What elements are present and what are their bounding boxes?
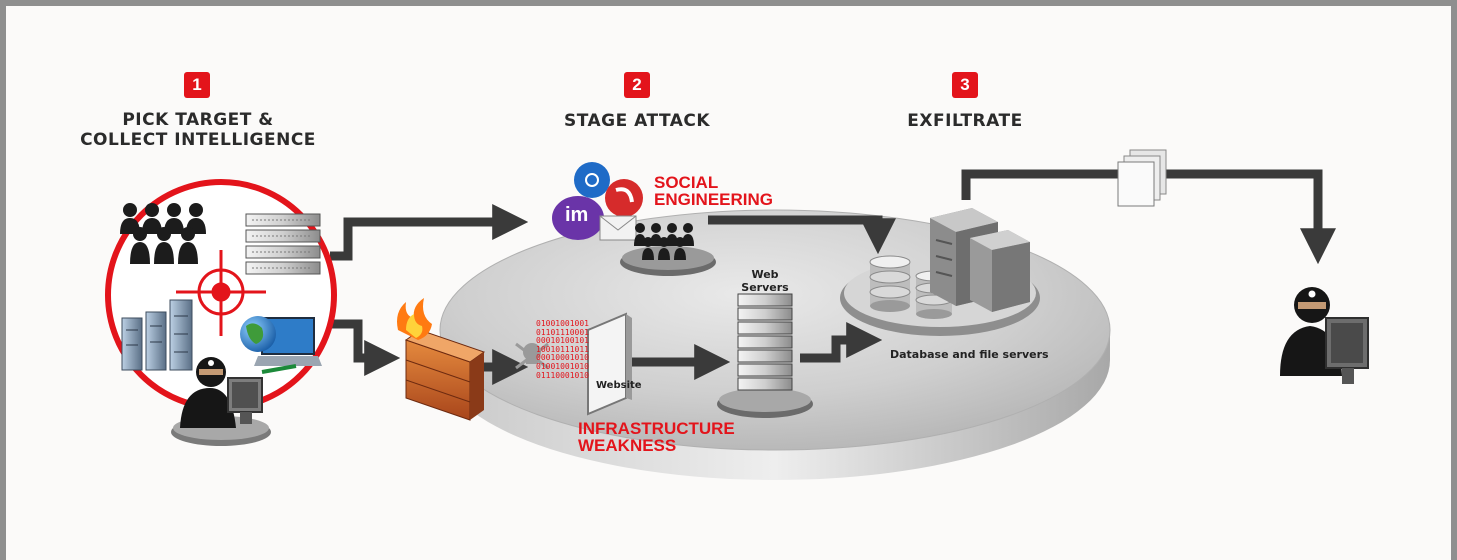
rack-servers-icon: [245, 213, 321, 275]
social-label-line2: ENGINEERING: [654, 190, 774, 209]
skull-icon: [515, 342, 549, 370]
social-engineering-icons: [552, 162, 643, 241]
social-label-line1: SOCIAL: [654, 173, 719, 192]
step-1-badge: 1: [184, 72, 210, 98]
step-1-title: PICK TARGET & COLLECT INTELLIGENCE: [60, 110, 336, 150]
web-servers-label: Web Servers: [738, 268, 792, 294]
binary-line: 01001001001: [536, 319, 589, 328]
people-group-icon: [120, 203, 206, 264]
file-servers-icon: [930, 208, 1030, 312]
step-2-title: STAGE ATTACK: [563, 111, 711, 131]
im-bubble-text: im: [565, 204, 589, 226]
step-1-title-line2: COLLECT INTELLIGENCE: [80, 130, 316, 150]
infra-label-line1: INFRASTRUCTURE: [578, 419, 735, 438]
arrow-to-social: [330, 204, 529, 261]
step-3-title: EXFILTRATE: [907, 111, 1023, 131]
hacker-left-icon: [171, 357, 271, 446]
arrow-webservers-to-db: [800, 322, 883, 363]
binary-line: 01001001010: [536, 361, 589, 371]
social-people-icon: [634, 223, 694, 260]
website-icon: [587, 312, 632, 416]
step-3-badge: 3: [952, 72, 978, 98]
arrow-to-firewall: [330, 319, 401, 376]
buildings-icon: [121, 299, 193, 371]
step-2-badge: 2: [624, 72, 650, 98]
documents-icon: [1117, 149, 1167, 207]
database-label: Database and file servers: [890, 348, 1049, 361]
binary-line: 10010111011: [536, 344, 589, 354]
binary-line: 00010100101: [536, 336, 589, 346]
infrastructure-weakness-label: INFRASTRUCTURE WEAKNESS: [578, 420, 735, 454]
web-servers-label-line2: Servers: [741, 281, 789, 294]
web-servers-label-line1: Web: [751, 268, 779, 281]
firewall-icon: [397, 298, 486, 421]
website-label: Website: [596, 380, 642, 391]
binary-line: 00010001010: [536, 353, 589, 363]
globe-laptop-icon: [240, 316, 322, 374]
infra-label-line2: WEAKNESS: [578, 436, 677, 455]
web-servers-icon: [737, 293, 793, 391]
web-servers-platform: [717, 388, 813, 418]
hacker-right-icon: [1280, 287, 1369, 384]
crosshair-icon: [176, 250, 266, 336]
social-engineering-label: SOCIAL ENGINEERING: [654, 174, 773, 208]
arrow-social-to-db: [708, 215, 896, 255]
binary-line: 01101110001: [536, 327, 589, 337]
step-1-title-line1: PICK TARGET &: [122, 110, 274, 130]
binary-line: 01110001010: [536, 370, 589, 380]
